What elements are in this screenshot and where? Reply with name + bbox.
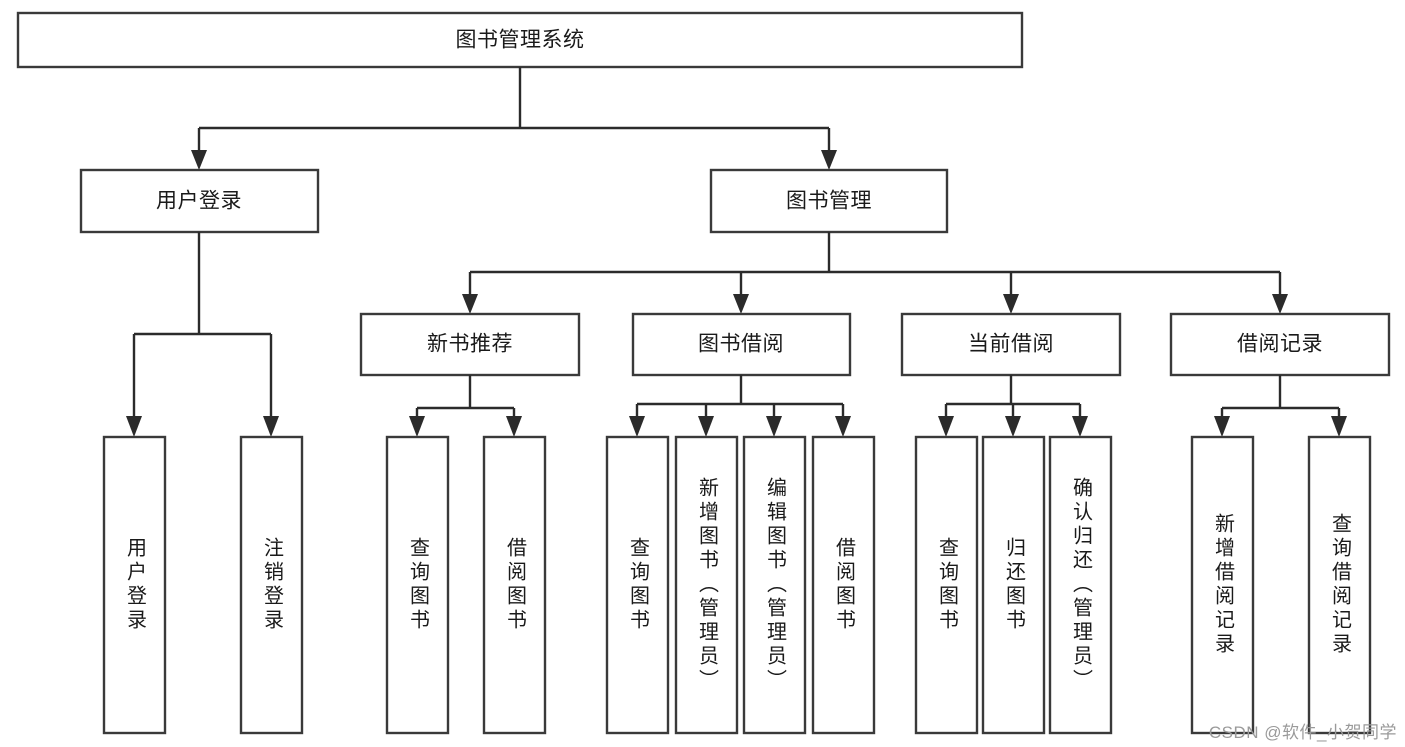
node-borrow-record-box[interactable] — [1169, 312, 1391, 377]
leaf-box-current-borrow-3[interactable] — [1048, 435, 1113, 735]
arrow-borrow-record-leaf-2 — [1331, 416, 1347, 437]
arrow-current-borrow-leaf-1 — [938, 416, 954, 437]
arrow-book-borrow-leaf-2 — [698, 416, 714, 437]
leaf-box-new-book-1[interactable] — [385, 435, 450, 735]
node-root-box[interactable] — [16, 11, 1024, 69]
node-new-book-recommend-box[interactable] — [359, 312, 581, 377]
node-book-borrow-box[interactable] — [631, 312, 852, 377]
node-new-book-recommend-label: 新书推荐 — [427, 333, 513, 356]
arrow-to-book-borrow — [733, 294, 749, 314]
node-borrow-record-label: 借阅记录 — [1237, 333, 1323, 356]
leaf-box-user-login-2[interactable] — [239, 435, 304, 735]
node-root-label: 图书管理系统 — [456, 29, 585, 52]
leaf-box-book-borrow-3[interactable] — [742, 435, 807, 735]
arrow-root-to-user-login — [191, 150, 207, 170]
arrow-current-borrow-leaf-2 — [1005, 416, 1021, 437]
arrow-book-borrow-leaf-4 — [835, 416, 851, 437]
arrow-borrow-record-leaf-1 — [1214, 416, 1230, 437]
leaf-box-current-borrow-1[interactable] — [914, 435, 979, 735]
arrow-to-borrow-record — [1272, 294, 1288, 314]
csdn-watermark: CSDN @软件_小贺同学 — [1208, 723, 1397, 742]
arrow-book-borrow-leaf-3 — [766, 416, 782, 437]
arrow-to-current-borrow — [1003, 294, 1019, 314]
node-current-borrow-box[interactable] — [900, 312, 1122, 377]
arrow-current-borrow-leaf-3 — [1072, 416, 1088, 437]
node-book-manage-box[interactable] — [709, 168, 949, 234]
node-user-login-label: 用户登录 — [156, 190, 242, 213]
arrow-new-book-leaf-1 — [409, 416, 425, 437]
arrow-user-login-leaf-1 — [126, 416, 142, 437]
leaf-box-new-book-2[interactable] — [482, 435, 547, 735]
arrow-user-login-leaf-2 — [263, 416, 279, 437]
leaf-box-current-borrow-2[interactable] — [981, 435, 1046, 735]
arrow-new-book-leaf-2 — [506, 416, 522, 437]
arrow-root-to-book-manage — [821, 150, 837, 170]
arrow-to-new-book-recommend — [462, 294, 478, 314]
node-current-borrow-label: 当前借阅 — [968, 333, 1054, 356]
arrow-book-borrow-leaf-1 — [629, 416, 645, 437]
leaf-box-borrow-record-1[interactable] — [1190, 435, 1255, 735]
node-book-borrow-label: 图书借阅 — [698, 333, 784, 356]
leaf-box-user-login-1[interactable] — [102, 435, 167, 735]
leaf-box-book-borrow-2[interactable] — [674, 435, 739, 735]
leaf-box-book-borrow-1[interactable] — [605, 435, 670, 735]
leaf-box-book-borrow-4[interactable] — [811, 435, 876, 735]
leaf-box-borrow-record-2[interactable] — [1307, 435, 1372, 735]
node-book-manage-label: 图书管理 — [786, 190, 872, 213]
